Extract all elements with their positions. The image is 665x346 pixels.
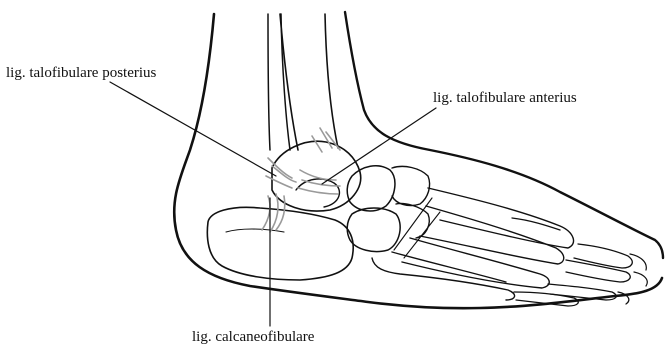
ligament-calcaneofibular xyxy=(262,194,285,232)
tibia xyxy=(280,14,338,150)
phalanges-toe-4 xyxy=(514,292,578,306)
calcaneus xyxy=(207,207,353,280)
skin-outline-anterior xyxy=(345,12,663,258)
metatarsal-4 xyxy=(392,252,506,282)
label-calcaneofibular: lig. calcaneofibulare xyxy=(192,330,314,345)
label-talofibular-anterior: lig. talofibulare anterius xyxy=(433,91,577,106)
calcaneus-detail xyxy=(226,229,284,232)
ligament-talofibular-anterior xyxy=(298,128,340,194)
leader-line-posterior xyxy=(110,82,276,176)
cuboid xyxy=(347,208,400,252)
metatarsal-2 xyxy=(420,206,564,264)
metatarsal-1 xyxy=(428,188,574,248)
metatarsal-3 xyxy=(402,238,549,288)
navicular xyxy=(347,166,395,211)
label-talofibular-posterior: lig. talofibulare posterius xyxy=(6,66,156,81)
